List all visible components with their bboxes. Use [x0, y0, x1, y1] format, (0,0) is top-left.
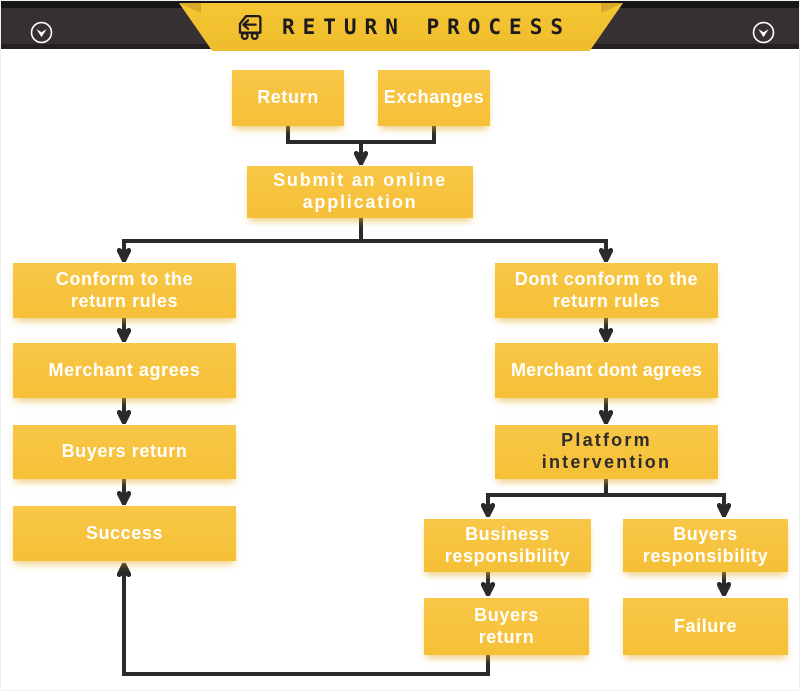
- banner-fold-left: [179, 3, 201, 13]
- node-buyers-return-2: Buyers return: [424, 598, 589, 655]
- title-banner: RETURN PROCESS: [179, 3, 623, 51]
- node-success: Success: [13, 506, 236, 561]
- return-truck-icon: [231, 10, 267, 44]
- page-title: RETURN PROCESS: [281, 15, 571, 39]
- node-buyers-return-1: Buyers return: [13, 425, 236, 479]
- chevron-down-icon: [752, 21, 775, 48]
- node-business-responsibility: Business responsibility: [424, 519, 591, 572]
- node-platform-intervention: Platform intervention: [495, 425, 718, 479]
- node-exchanges: Exchanges: [378, 70, 490, 126]
- right-scroll-button[interactable]: [752, 21, 775, 44]
- node-conform-rules: Conform to the return rules: [13, 263, 236, 318]
- node-return: Return: [232, 70, 344, 126]
- node-merchant-dont-agrees: Merchant dont agrees: [495, 343, 718, 398]
- node-dont-conform-rules: Dont conform to the return rules: [495, 263, 718, 318]
- node-submit-application: Submit an online application: [247, 166, 473, 218]
- banner-fold-right: [601, 3, 623, 13]
- left-scroll-button[interactable]: [30, 21, 53, 44]
- chevron-down-icon: [30, 21, 53, 48]
- node-failure: Failure: [623, 598, 788, 655]
- node-merchant-agrees: Merchant agrees: [13, 343, 236, 398]
- node-buyers-responsibility: Buyers responsibility: [623, 519, 788, 572]
